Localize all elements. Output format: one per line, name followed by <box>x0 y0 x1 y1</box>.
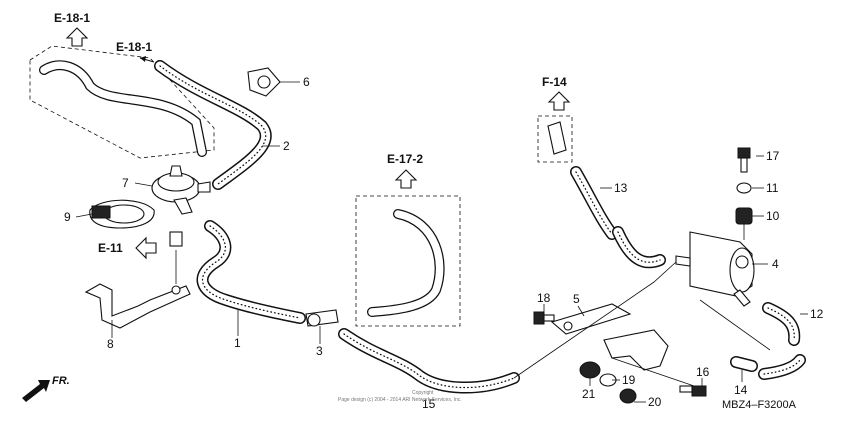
diagram-code: MBZ4–F3200A <box>722 399 797 411</box>
clip-6[interactable] <box>247 67 281 97</box>
callout-4[interactable]: 4 <box>772 257 779 271</box>
up-arrow-icon <box>394 169 418 189</box>
callout-6[interactable]: 6 <box>303 75 310 89</box>
hose-15[interactable] <box>338 328 520 394</box>
ref-e11[interactable]: E-11 <box>98 236 157 260</box>
callout-1[interactable]: 1 <box>234 336 241 350</box>
ref-e17[interactable]: E-17-2 <box>387 152 423 189</box>
front-label: FR. <box>52 375 70 387</box>
ref-e18-top[interactable]: E-18-1 <box>54 11 90 47</box>
bracket-8[interactable] <box>84 231 191 329</box>
ref-f14[interactable]: F-14 <box>542 75 571 111</box>
callout-2[interactable]: 2 <box>283 139 290 153</box>
callout-13[interactable]: 13 <box>614 181 628 195</box>
callout-19[interactable]: 19 <box>622 373 636 387</box>
ref-e18-top-label: E-18-1 <box>54 11 90 25</box>
joint-3[interactable] <box>305 309 339 327</box>
rubber-21[interactable] <box>579 361 601 379</box>
copyright-line-2: Page design (c) 2004 - 2014 ARI Network … <box>338 397 462 403</box>
canister-4[interactable] <box>675 231 755 307</box>
up-arrow-icon <box>547 91 571 111</box>
callout-5[interactable]: 5 <box>573 292 580 306</box>
bolt-17[interactable] <box>737 147 751 173</box>
nut-20[interactable] <box>619 388 637 404</box>
hose-e18[interactable] <box>39 60 207 157</box>
valve-7[interactable] <box>151 165 211 215</box>
joint-f14[interactable] <box>547 121 567 155</box>
hose-14[interactable] <box>730 354 806 380</box>
washer-11[interactable] <box>736 182 752 194</box>
copyright-line-1: Copyright <box>412 390 434 396</box>
callout-16[interactable]: 16 <box>696 365 710 379</box>
callout-3[interactable]: 3 <box>316 344 323 358</box>
bolt-16[interactable] <box>679 385 707 397</box>
hose-1[interactable] <box>196 220 306 324</box>
callout-18[interactable]: 18 <box>537 291 551 305</box>
front-direction: FR. <box>22 375 70 402</box>
callout-21[interactable]: 21 <box>582 387 596 401</box>
callout-20[interactable]: 20 <box>648 395 662 409</box>
band-9[interactable] <box>89 199 155 229</box>
ref-e11-label: E-11 <box>98 241 123 255</box>
up-arrow-icon <box>65 27 89 47</box>
callout-10[interactable]: 10 <box>766 209 780 223</box>
ref-f14-label: F-14 <box>542 75 567 89</box>
callout-17[interactable]: 17 <box>766 149 780 163</box>
hose-e17[interactable] <box>367 209 445 317</box>
hose-2[interactable] <box>154 60 272 190</box>
ref-e18-side[interactable]: E-18-1 <box>116 40 155 63</box>
callout-15[interactable]: 15 <box>422 397 436 411</box>
dashed-group-e17 <box>355 195 461 327</box>
dashed-group-e18 <box>29 45 215 159</box>
callout-11[interactable]: 11 <box>766 181 779 195</box>
dashed-group-f14 <box>537 115 573 163</box>
callout-9[interactable]: 9 <box>64 210 71 224</box>
callout-7[interactable]: 7 <box>122 176 129 190</box>
front-arrow-icon <box>22 380 50 402</box>
ref-e17-label: E-17-2 <box>387 152 423 166</box>
callout-12[interactable]: 12 <box>810 307 824 321</box>
left-arrow-icon <box>135 236 157 260</box>
callout-14[interactable]: 14 <box>734 383 748 397</box>
callout-8[interactable]: 8 <box>107 337 114 351</box>
ref-e18-side-label: E-18-1 <box>116 40 152 54</box>
rubber-10[interactable] <box>735 207 753 240</box>
hose-13[interactable] <box>570 166 666 269</box>
hose-12[interactable] <box>762 302 801 346</box>
bolt-18[interactable] <box>533 311 555 325</box>
